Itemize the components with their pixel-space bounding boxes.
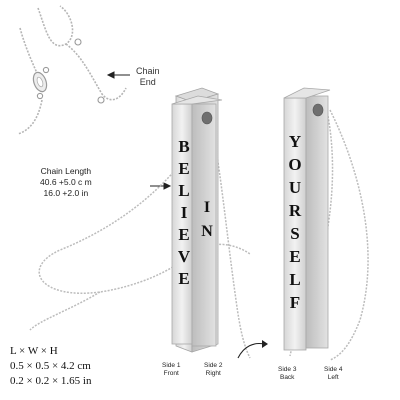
arrow-left-icon: [106, 71, 130, 79]
chain-end-label: Chain End: [136, 66, 160, 88]
chain-end-label-line1: Chain: [136, 66, 160, 76]
engraving-letter: L: [178, 181, 190, 200]
chain-strand: [329, 109, 369, 361]
engraving-letter: O: [288, 155, 302, 174]
chain-strand: [17, 99, 43, 135]
side1-number: Side 1: [162, 362, 181, 369]
engraving-side1: B E L I E V E: [176, 136, 192, 290]
engraving-letter: L: [289, 270, 301, 289]
chain-strand: [65, 43, 127, 101]
dimensions-block: L × W × H 0.5 × 0.5 × 4.2 cm 0.2 × 0.2 ×…: [10, 344, 91, 389]
pendant-bar-right: [283, 87, 331, 351]
side4-number: Side 4: [324, 366, 343, 373]
chain-strand: [38, 105, 215, 294]
side2-label: Side 2 Right: [204, 362, 222, 378]
dimensions-cm: 0.5 × 0.5 × 4.2 cm: [10, 360, 91, 372]
side1-name: Front: [163, 370, 179, 377]
engraving-letter: Y: [288, 132, 302, 151]
engraving-letter: I: [180, 203, 188, 222]
dimensions-in: 0.2 × 0.2 × 1.65 in: [10, 375, 92, 387]
chain-length-label: Chain Length 40.6 +5.0 c m 16.0 +2.0 in: [40, 166, 92, 199]
engraving-side3: Y O U R S E L F: [287, 130, 303, 314]
dimensions-header: L × W × H: [10, 345, 58, 357]
engraving-letter: E: [178, 225, 190, 244]
side4-name: Left: [327, 374, 339, 381]
side4-label: Side 4 Left: [324, 366, 342, 382]
chain-end-label-line2: End: [139, 77, 156, 87]
engraving-letter: F: [289, 293, 301, 312]
chain-end: [17, 5, 127, 135]
side3-label: Side 3 Back: [278, 366, 296, 382]
engraving-letter: I: [203, 199, 211, 216]
side2-name: Right: [205, 370, 221, 377]
engraving-letter: S: [290, 224, 300, 243]
engraving-side2: I N: [199, 196, 215, 244]
engraving-letter: R: [288, 201, 302, 220]
engraving-letter: E: [178, 159, 190, 178]
engraving-letter: U: [288, 178, 302, 197]
side1-label: Side 1 Front: [162, 362, 180, 378]
chain-length-in: 16.0 +2.0 in: [43, 188, 89, 198]
engraving-letter: N: [201, 223, 213, 240]
chain-strand: [37, 5, 74, 47]
side3-number: Side 3: [278, 366, 297, 373]
rotate-arrow-icon: [237, 340, 268, 359]
lobster-clasp: [32, 38, 105, 104]
chain-length-cm: 40.6 +5.0 c m: [40, 177, 92, 187]
arrow-right-icon: [150, 182, 172, 190]
engraving-letter: V: [177, 247, 191, 266]
engraving-letter: E: [178, 269, 190, 288]
chain-strand: [29, 291, 101, 331]
side2-number: Side 2: [204, 362, 223, 369]
engraving-letter: B: [178, 137, 190, 156]
chain-length-title: Chain Length: [40, 166, 92, 176]
side3-name: Back: [279, 374, 295, 381]
pendant-bar-left: [171, 87, 223, 353]
engraving-letter: E: [289, 247, 301, 266]
